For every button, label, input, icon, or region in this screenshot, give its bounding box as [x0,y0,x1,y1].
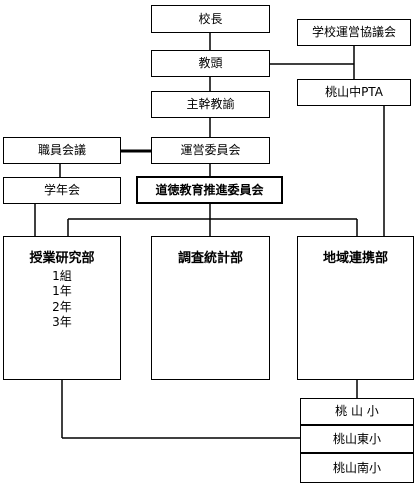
box-research-dept: 授業研究部 1組 1年 2年 3年 [3,236,121,380]
research-dept-title: 授業研究部 [29,251,95,266]
survey-dept-title: 調査統計部 [177,251,243,266]
box-senior-teacher: 主幹教諭 [151,91,270,118]
box-community-dept: 地域連携部 [297,236,414,380]
research-group-item: 1組 [52,268,72,283]
community-dept-title: 地域連携部 [322,251,388,266]
research-dept-groups: 1組 1年 2年 3年 [4,269,120,331]
box-steering-committee: 運営委員会 [151,137,270,164]
box-momoyama-elem: 桃 山 小 [300,398,414,425]
research-group-item: 3年 [52,315,72,330]
box-vice-principal: 教頭 [151,50,270,77]
box-school-council: 学校運営協議会 [297,19,411,46]
box-momoyama-south-elem: 桃山南小 [300,453,414,483]
box-moral-education-committee: 道徳教育推進委員会 [136,176,283,204]
box-principal: 校長 [151,5,270,33]
box-pta: 桃山中PTA [297,79,411,106]
research-group-item: 1年 [52,284,72,299]
box-grade-meeting: 学年会 [3,177,121,204]
box-staff-meeting: 職員会議 [3,137,121,164]
box-momoyama-east-elem: 桃山東小 [300,425,414,453]
research-group-item: 2年 [52,299,72,314]
box-survey-dept: 調査統計部 [151,236,270,380]
